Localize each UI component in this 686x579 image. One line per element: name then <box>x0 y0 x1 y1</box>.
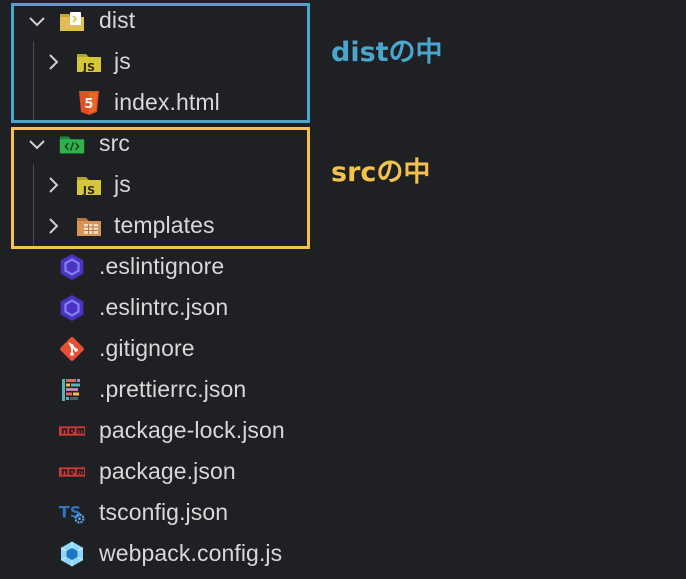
eslint-icon <box>58 253 86 281</box>
tree-item-package-json[interactable]: package.json <box>0 451 400 492</box>
chevron-down-icon[interactable] <box>27 134 47 154</box>
src-folder-icon <box>58 130 86 158</box>
chevron-right-icon[interactable] <box>43 175 63 195</box>
typescript-config-icon: TS <box>58 499 86 527</box>
tree-item-templates-folder[interactable]: templates <box>0 205 400 246</box>
tree-item-label: .eslintrc.json <box>99 294 229 320</box>
tree-item-label: templates <box>114 212 215 238</box>
svg-text:JS: JS <box>82 61 95 74</box>
prettier-icon <box>58 376 86 404</box>
eslint-icon <box>58 294 86 322</box>
tree-item-label: tsconfig.json <box>99 499 229 525</box>
tree-item-eslintrc-json[interactable]: .eslintrc.json <box>0 287 400 328</box>
svg-text:JS: JS <box>82 184 95 197</box>
tree-item-gitignore[interactable]: .gitignore <box>0 328 400 369</box>
tree-item-label: .prettierrc.json <box>99 376 247 402</box>
dist-annotation: distの中 <box>331 37 443 68</box>
tree-item-dist-js-folder[interactable]: JS js <box>0 41 400 82</box>
tree-item-label: js <box>114 48 131 74</box>
tree-item-prettierrc-json[interactable]: .prettierrc.json <box>0 369 400 410</box>
npm-icon <box>58 458 86 486</box>
tree-item-label: .eslintignore <box>99 253 225 279</box>
src-annotation: srcの中 <box>331 157 431 188</box>
js-folder-icon: JS <box>75 171 103 199</box>
chevron-down-icon[interactable] <box>27 11 47 31</box>
tree-item-label: package.json <box>99 458 236 484</box>
indent-guide <box>33 41 34 123</box>
tree-item-label: webpack.config.js <box>99 540 283 566</box>
npm-icon <box>58 417 86 445</box>
tree-item-label: index.html <box>114 89 220 115</box>
tree-item-label: dist <box>99 7 136 33</box>
git-icon <box>58 335 86 363</box>
tree-item-tsconfig-json[interactable]: TS tsconfig.json <box>0 492 400 533</box>
svg-text:TS: TS <box>59 502 81 521</box>
chevron-right-icon[interactable] <box>43 216 63 236</box>
tree-item-index-html[interactable]: 5 index.html <box>0 82 400 123</box>
tree-item-src-folder[interactable]: src <box>0 123 400 164</box>
tree-item-label: js <box>114 171 131 197</box>
webpack-icon <box>58 540 86 568</box>
tree-item-dist-folder[interactable]: dist <box>0 0 400 41</box>
src-highlight-box <box>11 127 310 249</box>
chevron-right-icon[interactable] <box>43 52 63 72</box>
tree-item-package-lock-json[interactable]: package-lock.json <box>0 410 400 451</box>
tree-item-webpack-config-js[interactable]: webpack.config.js <box>0 533 400 574</box>
svg-text:5: 5 <box>84 97 93 112</box>
js-folder-icon: JS <box>75 48 103 76</box>
dist-highlight-box <box>11 3 310 123</box>
tree-item-eslintignore[interactable]: .eslintignore <box>0 246 400 287</box>
tree-item-label: package-lock.json <box>99 417 285 443</box>
html5-icon: 5 <box>75 89 103 117</box>
templates-folder-icon <box>75 212 103 240</box>
indent-guide <box>33 164 34 246</box>
tree-item-src-js-folder[interactable]: JS js <box>0 164 400 205</box>
dist-folder-icon <box>58 7 86 35</box>
tree-item-label: .gitignore <box>99 335 195 361</box>
tree-item-label: src <box>99 130 130 156</box>
